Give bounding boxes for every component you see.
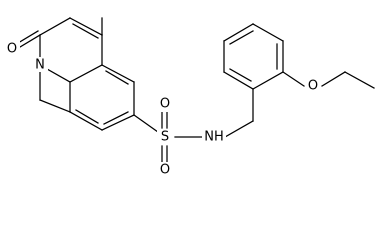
bond-benzo-1-inner <box>105 70 129 85</box>
bond-c-c-top-right-1 <box>69 17 103 36</box>
sulfur-label: S <box>161 130 169 145</box>
ring-nitrogen-label: N <box>35 58 45 73</box>
ether-oxygen-label: O <box>308 79 318 94</box>
bond-benzo-1 <box>101 64 135 83</box>
bond-aryl-1 <box>252 71 284 90</box>
ring-nitrogen-label-bg <box>33 57 48 72</box>
bond-oxygen-ethyl <box>321 71 346 87</box>
bond-benzo-4 <box>69 111 103 131</box>
sulfonyl-oxygen-bottom-label-bg <box>157 162 173 178</box>
bond-center-right <box>69 64 103 83</box>
bond-benzo-4-inner <box>75 109 99 124</box>
bond-aryl-4-inner <box>229 30 254 45</box>
sulfur-label-bg <box>157 129 173 145</box>
amide-nh-label-bg <box>202 129 226 145</box>
bond-aryl-4 <box>223 23 254 42</box>
sulfonyl-oxygen-bottom-label: O <box>160 163 170 178</box>
sulfonyl-oxygen-top-label: O <box>160 97 170 112</box>
bond-lines <box>17 17 375 164</box>
bond-carbonyl-2 <box>17 30 39 44</box>
bond-benzo-3 <box>101 114 135 131</box>
bond-carbonyl-1 <box>19 34 41 48</box>
bond-c-c-top-right-2 <box>72 23 99 39</box>
bond-aryl-6-inner <box>229 68 252 82</box>
bond-n-ch2 <box>224 120 254 138</box>
amide-nh-label: NH <box>204 130 224 145</box>
bond-ethyl <box>344 71 375 89</box>
bond-benzo-3-inner <box>103 111 129 125</box>
molecule-svg: O N S O O NH O <box>5 17 375 178</box>
bond-aryl-oxygen <box>282 71 305 87</box>
chemical-structure-diagram: O N S O O NH O <box>5 17 375 178</box>
carbonyl-oxygen-label: O <box>7 42 17 57</box>
carbonyl-oxygen-label-bg <box>5 41 20 56</box>
ether-oxygen-label-bg <box>305 78 321 94</box>
bond-aryl-3 <box>252 23 284 42</box>
atom-labels: O N S O O NH O <box>5 41 321 178</box>
bond-c-c-top-left <box>39 17 71 36</box>
bond-ch2-ch2 <box>39 99 71 113</box>
sulfonyl-oxygen-top-label-bg <box>157 96 173 112</box>
bond-aryl-6 <box>223 71 254 90</box>
